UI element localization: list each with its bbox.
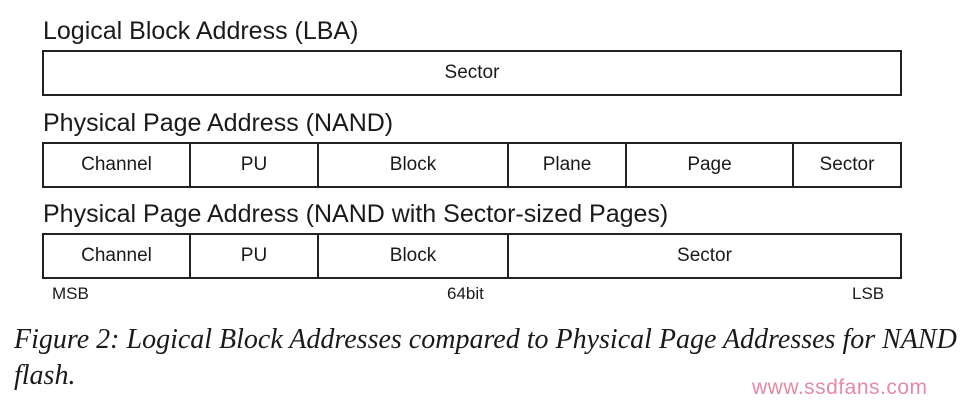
lba-field-row: Sector — [42, 50, 902, 96]
lba-field-sector: Sector — [444, 62, 500, 83]
msb-label: MSB — [52, 284, 89, 303]
ppa-sector-field-pu: PU — [191, 235, 319, 277]
ppa-field-page: Page — [627, 144, 794, 186]
ppa-sector-field-block: Block — [319, 235, 509, 277]
bit-width-label: 64bit — [447, 284, 484, 303]
ppa-sector-field-row: Channel PU Block Sector — [42, 233, 902, 279]
ppa-sector-field-channel: Channel — [44, 235, 191, 277]
ppa-sector-heading: Physical Page Address (NAND with Sector-… — [43, 200, 669, 228]
ppa-field-block: Block — [319, 144, 509, 186]
ppa-field-plane: Plane — [509, 144, 627, 186]
ppa-field-pu: PU — [191, 144, 319, 186]
watermark: www.ssdfans.com — [752, 376, 928, 399]
ppa-sector-field-sector: Sector — [677, 245, 732, 266]
ppa-field-row: Channel PU Block Plane Page Sector — [42, 142, 902, 188]
lba-heading: Logical Block Address (LBA) — [43, 17, 359, 45]
lsb-label: LSB — [852, 284, 885, 303]
figure-caption: Figure 2: Logical Block Addresses compar… — [14, 324, 957, 391]
ppa-heading: Physical Page Address (NAND) — [43, 109, 394, 137]
ppa-field-channel: Channel — [44, 144, 191, 186]
ppa-field-sector: Sector — [819, 154, 875, 175]
